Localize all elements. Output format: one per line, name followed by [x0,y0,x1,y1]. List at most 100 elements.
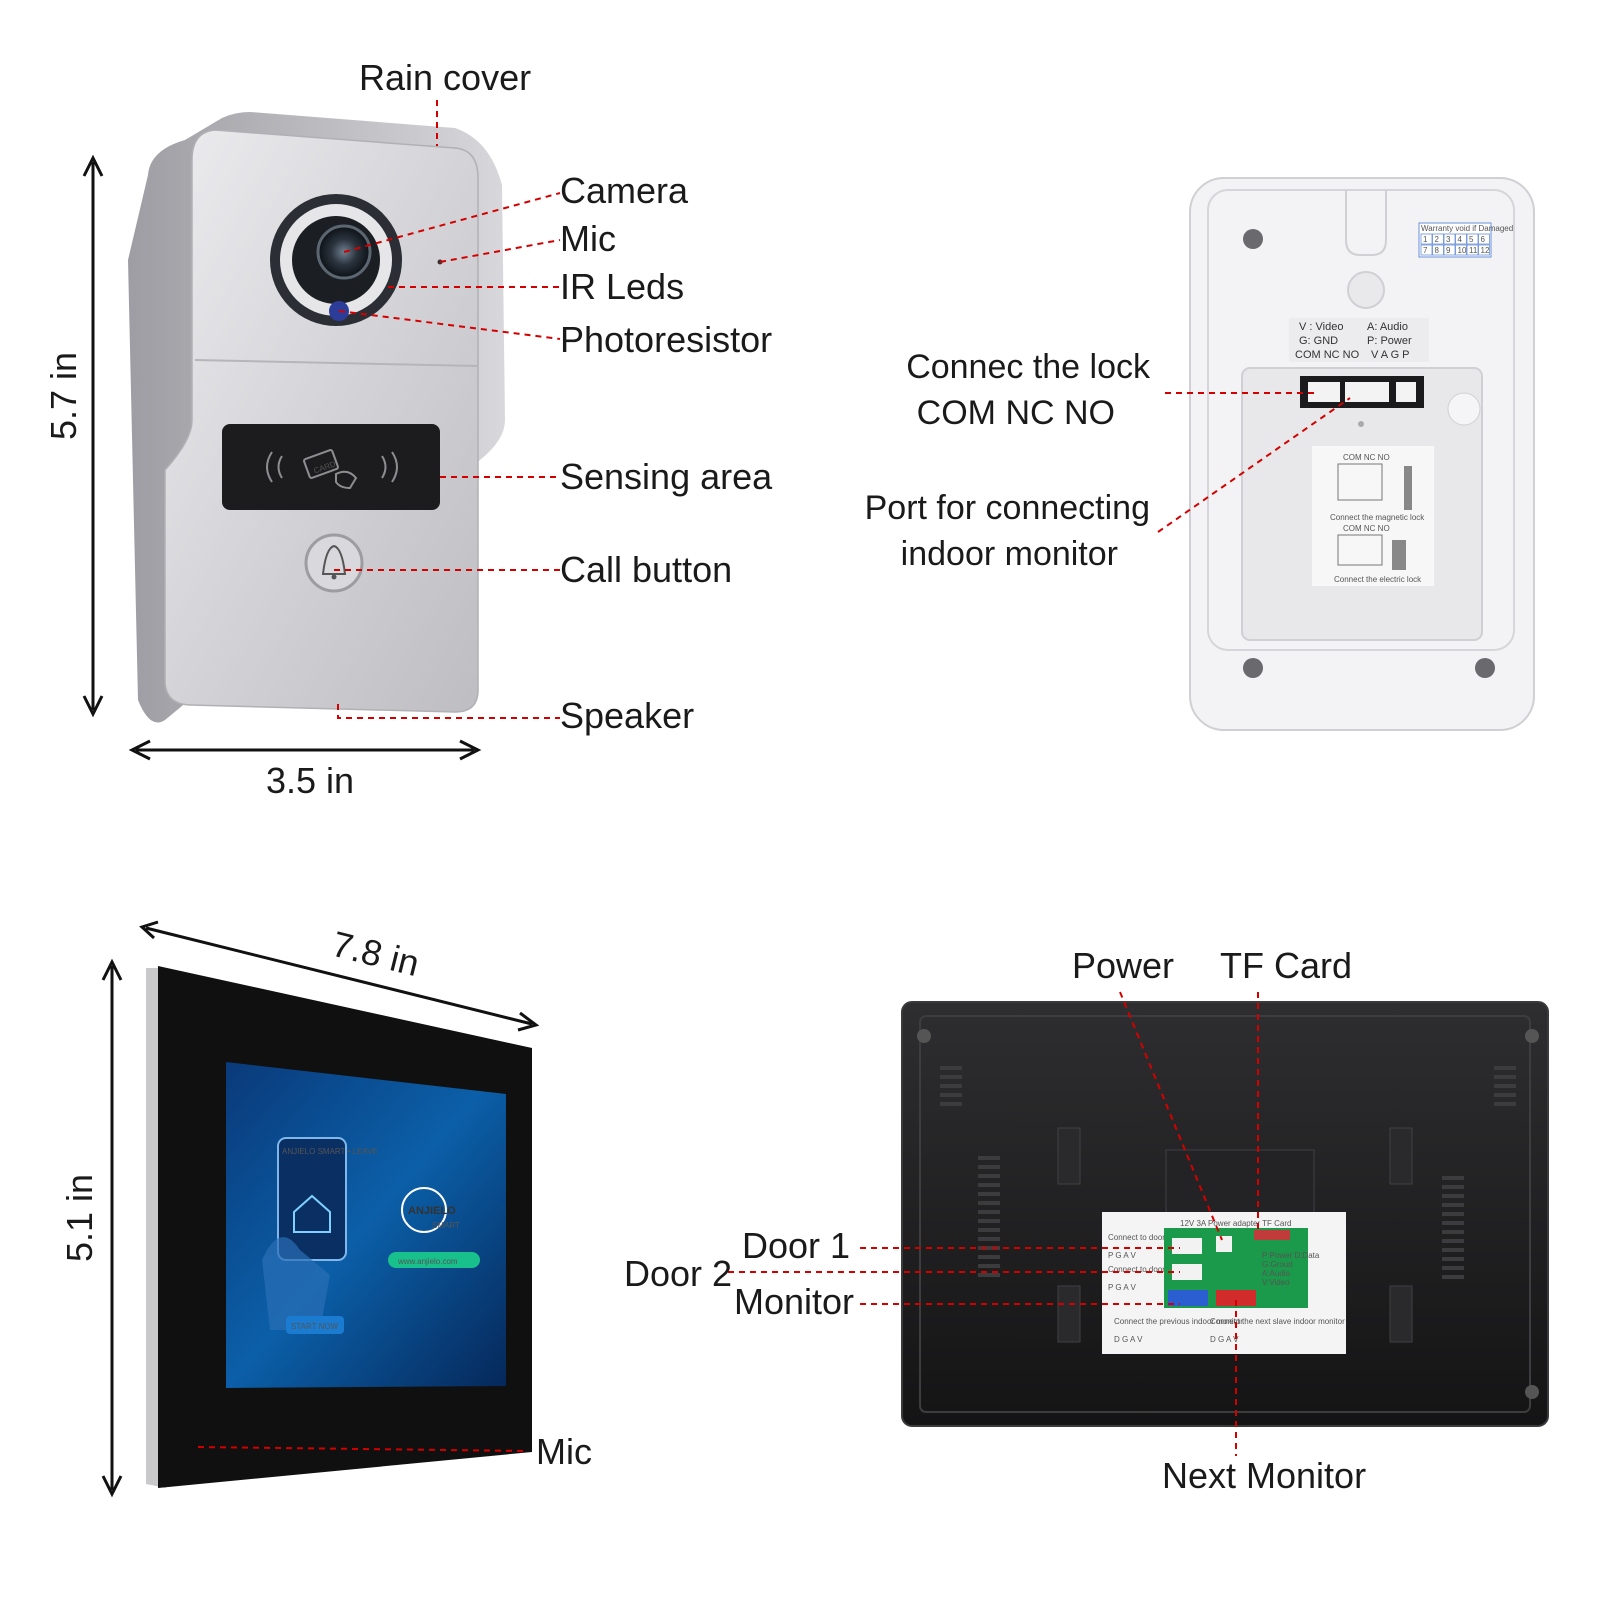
vent-slot [1494,1075,1516,1079]
leader-speaker [337,704,560,719]
leader-camera [343,192,561,253]
legend-v: V : Video [1299,321,1343,333]
indicator-dot [1358,421,1364,427]
vent-slot [1494,1093,1516,1097]
warranty-number: 12 [1481,246,1490,255]
sticker-pgav-2: P G A V [1108,1283,1137,1292]
label-rain-cover: Rain cover [359,57,531,98]
width-dimension-arrow [128,739,482,761]
warranty-number: 1 [1423,235,1428,244]
vent-slot [978,1219,1000,1223]
height-dimension-arrow [82,154,104,718]
warranty-cell [1455,244,1467,256]
label-sensing-area: Sensing area [560,456,773,497]
diagonal-width-arrow [139,920,540,1032]
sticker-header: 12V 3A Power adapter TF Card [1180,1219,1291,1228]
screw-bottom-left [1243,658,1263,678]
pcb-port-next [1216,1290,1256,1306]
warranty-cell [1420,233,1433,245]
label-tf-card: TF Card [1220,945,1352,986]
sticker-prev: Connect the previous indoor monitor [1114,1317,1243,1326]
monitor-screen [226,1062,506,1388]
vent-slot [1442,1176,1464,1180]
legend-vagp: V A G P [1371,349,1410,361]
label-next-monitor: Next Monitor [1162,1455,1366,1496]
back-screw-br [1525,1385,1539,1399]
warranty-number: 8 [1435,246,1440,255]
wiring-legend-sticker: V : Video A: Audio G: GND P: Power COM N… [1289,318,1429,362]
warranty-cell [1466,244,1479,256]
mount-slot-br [1389,1285,1413,1343]
warranty-number: 9 [1446,246,1451,255]
mount-slot-tr [1389,1127,1413,1185]
bell-icon [321,544,347,580]
vent-slot [1442,1221,1464,1225]
monitor-port [1345,382,1389,402]
vent-slot [1442,1203,1464,1207]
diagram-com-2: COM NC NO [1343,524,1390,533]
vent-slot [1442,1266,1464,1270]
leader-power [1119,991,1223,1241]
vent-slot [940,1075,962,1079]
wiring-diagram-sticker: COM NC NO Connect the magnetic lock COM … [1312,446,1434,586]
warranty-number: 6 [1481,235,1486,244]
screen-brand: ANJIELO [408,1205,456,1217]
label-height-5-7: 5.7 in [43,352,84,440]
monitor-back: 12V 3A Power adapter TF Card Connect to … [624,945,1549,1496]
warranty-cell [1443,244,1456,256]
panel-divider [194,359,479,367]
label-height-5-1: 5.1 in [59,1174,100,1262]
vent-slot [1494,1066,1516,1070]
leader-photoresistor [338,310,561,340]
warranty-number: 4 [1458,235,1463,244]
pcb-tf-slot [1254,1230,1290,1240]
vent-slot [1442,1275,1464,1279]
label-camera: Camera [560,170,689,211]
vent-slot [1442,1185,1464,1189]
warranty-number: 3 [1446,235,1451,244]
warranty-cell [1478,233,1490,245]
label-monitor-mic: Mic [536,1431,592,1472]
screw-bottom-right [1475,658,1495,678]
label-connect-lock: Connec the lock [906,348,1151,386]
screen-brand-sub: SMART [432,1221,460,1230]
leader-mic [439,239,561,263]
label-door1: Door 1 [742,1225,850,1266]
legend-p: P: Power [1367,335,1412,347]
screen-phone-header: ANJIELO SMART • LEAVE [282,1147,378,1156]
sticker-legend-4: V:Video [1262,1278,1290,1287]
label-port-line1: Port for connecting [865,489,1150,527]
vent-slot [978,1174,1000,1178]
screw-top-left [1243,229,1263,249]
warranty-number: 11 [1469,246,1478,255]
vent-slot [940,1102,962,1106]
sticker-dgav-1: D G A V [1114,1335,1143,1344]
nfc-icon [266,449,398,490]
pcb-port-door1 [1172,1238,1202,1254]
screen-hand [262,1237,330,1330]
warranty-cell [1478,244,1490,256]
label-power: Power [1072,945,1174,986]
pcb-port-monitor [1168,1290,1208,1306]
vent-slot [978,1246,1000,1250]
label-photoresistor: Photoresistor [560,319,772,360]
vent-slot [940,1084,962,1088]
vent-slot [978,1255,1000,1259]
warranty-number: 5 [1469,235,1474,244]
vent-slot [1494,1102,1516,1106]
vent-slot [978,1156,1000,1160]
screen-url: www.anjielo.com [397,1257,458,1266]
back-vents [940,1066,1516,1279]
vent-slot [1442,1239,1464,1243]
mount-slot-tl [1057,1127,1081,1185]
diagram-magnetic-text: Connect the magnetic lock [1330,513,1425,522]
vent-slot [978,1183,1000,1187]
sticker-doorbell1: Connect to doorbell 1 [1108,1233,1185,1242]
sticker-next: Connect the next slave indoor monitor [1210,1317,1345,1326]
round-knob [1447,392,1481,426]
sticker-pgav-1: P G A V [1108,1251,1137,1260]
terminal-small [1396,382,1416,402]
